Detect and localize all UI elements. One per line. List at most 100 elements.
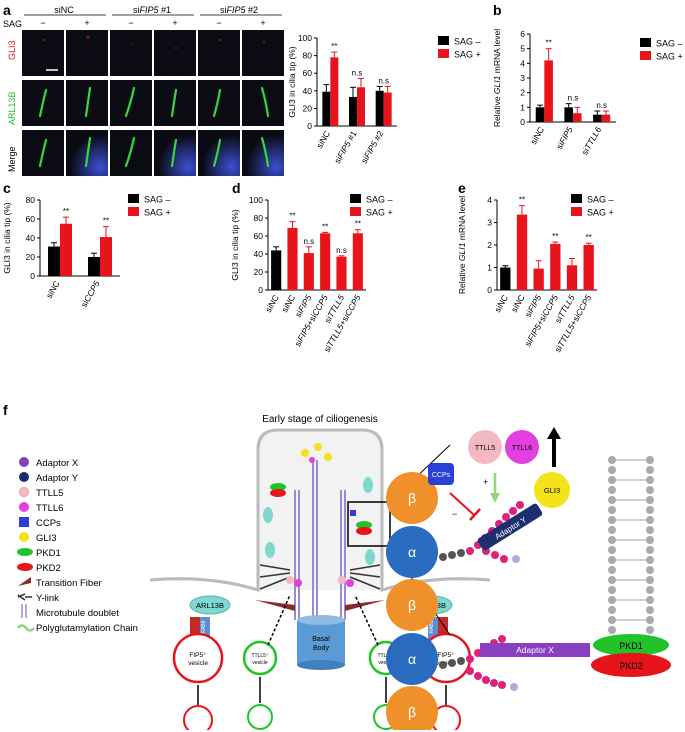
legend-y-link: Y-link xyxy=(36,593,59,604)
adaptor-x-icon xyxy=(19,457,29,467)
merge-cilia xyxy=(38,136,270,168)
bar xyxy=(287,227,298,290)
svg-text:vesicle: vesicle xyxy=(378,660,394,666)
pkd1-icon xyxy=(17,548,33,556)
svg-text:vesicle: vesicle xyxy=(188,660,208,667)
group-label-sifip5-2: siFIP5 #2 xyxy=(219,5,259,15)
significance-label: ** xyxy=(552,232,558,241)
bar xyxy=(60,223,72,276)
cilium-interior xyxy=(258,430,382,590)
bar xyxy=(357,87,365,126)
legend-ttll5: TTLL5 xyxy=(36,488,64,499)
arl13b-left xyxy=(189,595,231,615)
y-tick-label: 3 xyxy=(520,73,525,83)
svg-text:PKD2: PKD2 xyxy=(619,661,643,671)
zoom-box xyxy=(347,501,391,547)
significance-label: n.s xyxy=(378,76,389,85)
svg-text:TTLL5⁺: TTLL5⁺ xyxy=(251,653,268,659)
y-tick-label: 40 xyxy=(26,233,36,243)
x-category-label: siCCP5 xyxy=(79,279,102,309)
legend-label: SAG + xyxy=(587,208,614,218)
svg-text:FIP5⁺: FIP5⁺ xyxy=(437,652,455,659)
bar xyxy=(583,245,594,290)
minus-1: − xyxy=(40,18,46,28)
svg-text:−: − xyxy=(452,509,457,519)
pkd2-protein xyxy=(591,653,671,677)
y-tick-label: 60 xyxy=(26,214,36,224)
legend-label: SAG – xyxy=(366,195,393,205)
polyglutamylation-chain-icon xyxy=(17,624,35,632)
y-axis-label: Relative GLI1 mRNA level xyxy=(492,29,502,127)
adaptor-y-bar xyxy=(477,503,543,551)
fip5-vesicle-left xyxy=(172,632,224,684)
legend-label: SAG + xyxy=(656,52,683,62)
y-tick-label: 4 xyxy=(487,195,492,205)
significance-label: ** xyxy=(546,39,552,48)
adaptor-x-bar xyxy=(480,643,590,657)
group-label-sinc: siNC xyxy=(54,5,74,15)
legend-swatch xyxy=(350,194,361,203)
chart-b: 0123456**siNCn.ssiFIP5n.ssiTTLL6Relative… xyxy=(492,29,683,157)
beta-tubulin-2 xyxy=(386,579,438,631)
legend-swatch xyxy=(640,38,651,47)
y-tick-label: 1 xyxy=(520,102,525,112)
rab8-left-red xyxy=(190,617,200,639)
svg-text:β: β xyxy=(408,490,416,506)
legend-swatch xyxy=(571,207,582,216)
svg-text:PKD1: PKD1 xyxy=(619,641,643,651)
transition-fiber-icon xyxy=(18,577,31,586)
significance-label: n.s xyxy=(568,94,579,103)
chart-a-legend: SAG –SAG + xyxy=(438,36,481,60)
x-category-label: siNC xyxy=(263,293,281,314)
inhibition-line xyxy=(449,492,475,516)
incoming-vesicle-1 xyxy=(183,705,213,730)
legend-pkd2: PKD2 xyxy=(36,563,61,574)
svg-text:RAB8: RAB8 xyxy=(429,620,435,633)
tubulin-column: β α β α β xyxy=(386,472,438,730)
beta-tubulin-3 xyxy=(386,686,438,730)
significance-label: n.s xyxy=(352,68,363,77)
y-tick-label: 0 xyxy=(487,285,492,295)
legend-label: SAG + xyxy=(144,208,171,218)
x-category-label: siNC xyxy=(492,293,510,314)
y-tick-label: 40 xyxy=(254,249,264,259)
legend-ttll6: TTLL6 xyxy=(36,503,64,514)
diagram-title: Early stage of ciliogenesis xyxy=(262,414,378,425)
y-axis-label: Relative GLI1 mRNA level xyxy=(457,196,467,294)
legend-adaptor-y: Adaptor Y xyxy=(36,473,79,484)
svg-text:Adaptor X: Adaptor X xyxy=(516,645,554,655)
cilium-diagram: Early stage of ciliogenesis Basal Body A… xyxy=(150,414,671,730)
significance-label: ** xyxy=(103,217,109,226)
svg-text:TTLL5: TTLL5 xyxy=(475,445,495,452)
svg-text:FIP5⁺: FIP5⁺ xyxy=(189,652,207,659)
y-tick-label: 80 xyxy=(254,213,264,223)
axoneme xyxy=(294,460,346,620)
ttll5-icon xyxy=(18,486,30,498)
svg-text:Body: Body xyxy=(313,645,329,652)
panel-label-d: d xyxy=(232,180,241,196)
y-tick-label: 60 xyxy=(303,68,313,78)
bar xyxy=(500,267,511,290)
group-underlines xyxy=(24,14,282,16)
svg-text:TTLL6: TTLL6 xyxy=(512,445,532,452)
bar xyxy=(271,250,282,290)
significance-label: ** xyxy=(519,196,525,205)
svg-text:Basal: Basal xyxy=(312,636,330,643)
ccps-enzyme xyxy=(428,463,454,485)
y-tick-label: 60 xyxy=(254,231,264,241)
legend-gli3: GLI3 xyxy=(36,533,57,544)
legend-swatch xyxy=(640,51,651,60)
y-tick-label: 0 xyxy=(520,117,525,127)
y-tick-label: 2 xyxy=(520,88,525,98)
x-category-label: siFIP5 xyxy=(554,125,575,151)
ttll6-enzyme xyxy=(505,430,539,464)
row-label-merge: Merge xyxy=(7,146,17,172)
legend-swatch xyxy=(128,207,139,216)
group-label-sifip5-1: siFIP5 #1 xyxy=(132,5,172,15)
bar xyxy=(336,256,347,290)
svg-text:RAB8: RAB8 xyxy=(201,620,207,633)
minus-2: − xyxy=(128,18,134,28)
y-tick-label: 20 xyxy=(26,252,36,262)
